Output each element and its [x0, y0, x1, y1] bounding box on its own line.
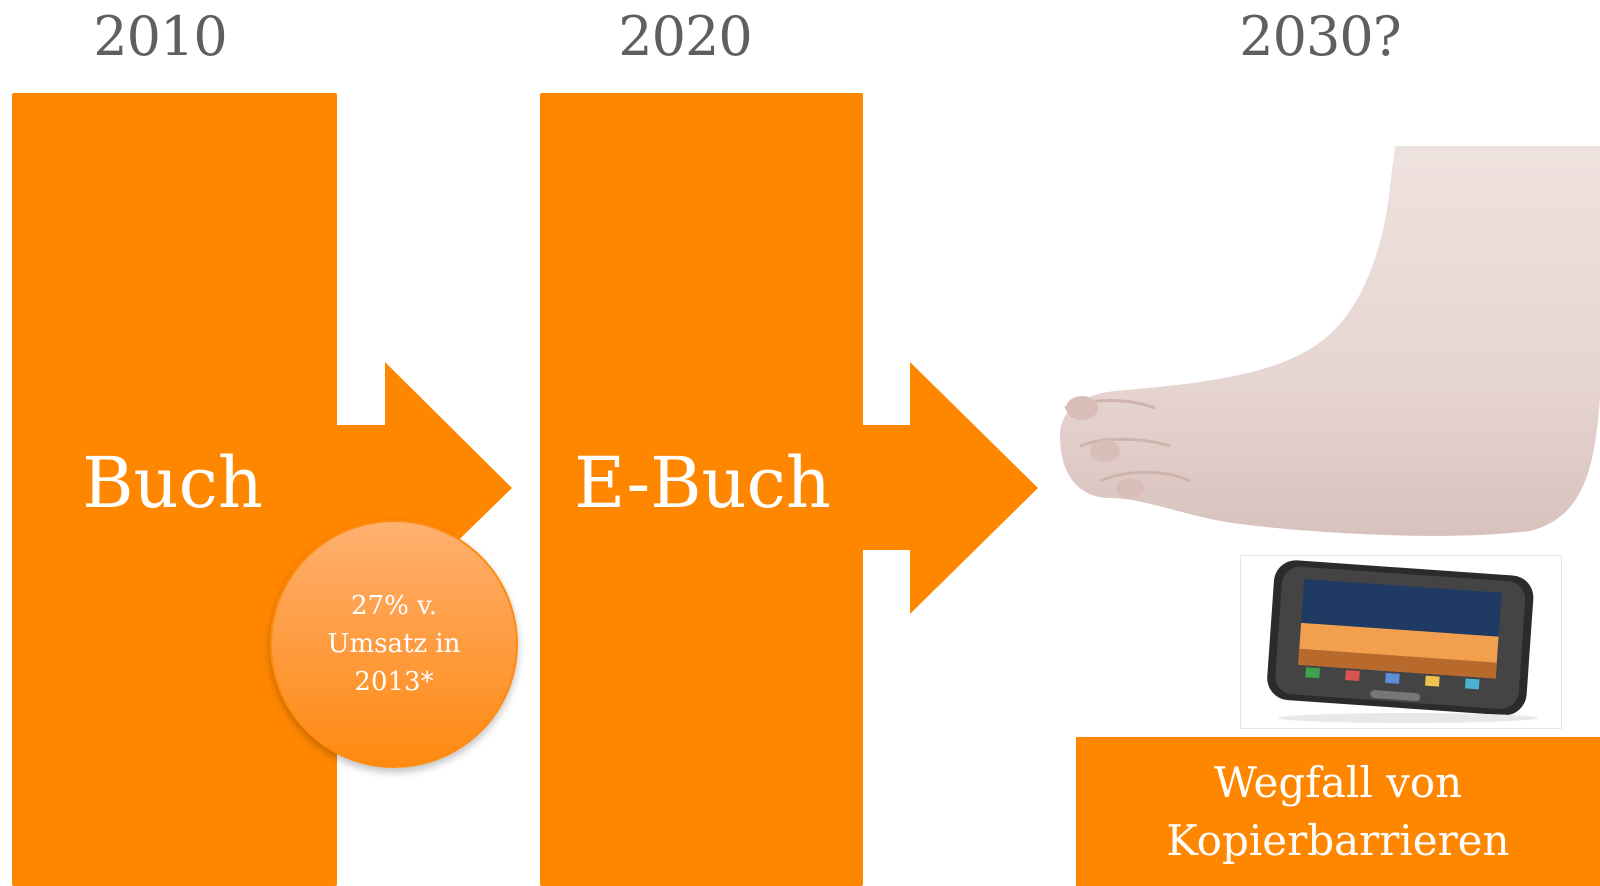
- foot-icon: [1060, 146, 1600, 536]
- ebook-stage-block: [540, 93, 863, 886]
- ebook-label: E-Buch: [574, 442, 831, 524]
- book-label: Buch: [82, 442, 263, 524]
- caption-box: Wegfall von Kopierbarrieren: [1076, 737, 1600, 886]
- year-2020-heading: 2020: [618, 5, 752, 68]
- arrow-right-icon: [860, 362, 1038, 614]
- book-stage-block: [12, 93, 337, 886]
- revenue-share-bubble: 27% v. Umsatz in 2013*: [270, 520, 518, 768]
- year-2030-heading: 2030?: [1239, 5, 1401, 68]
- year-2010-heading: 2010: [93, 5, 227, 68]
- revenue-share-text: 27% v. Umsatz in 2013*: [327, 591, 461, 697]
- caption-text: Wegfall von Kopierbarrieren: [1166, 757, 1510, 865]
- smartphone-icon: [1267, 560, 1538, 723]
